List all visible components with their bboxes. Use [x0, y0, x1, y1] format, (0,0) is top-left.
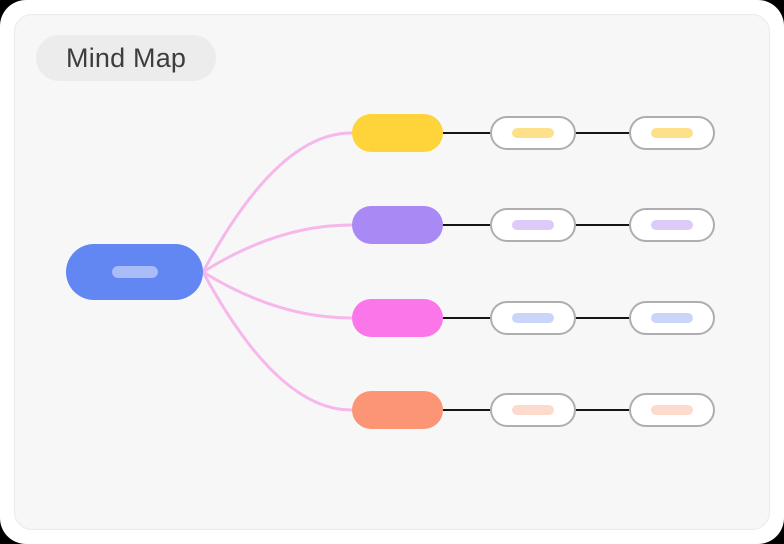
child-node-yellow-2[interactable] — [629, 116, 715, 150]
branch-node-purple[interactable] — [352, 206, 443, 244]
branch-node-pink[interactable] — [352, 299, 443, 337]
child-node-orange-1[interactable] — [490, 393, 576, 427]
node-label-placeholder — [512, 313, 554, 323]
mindmap-title-badge: Mind Map — [36, 35, 217, 81]
child-node-yellow-1[interactable] — [490, 116, 576, 150]
node-label-placeholder — [111, 266, 158, 278]
node-label-placeholder — [512, 405, 554, 415]
child-node-purple-2[interactable] — [629, 208, 715, 242]
node-label-placeholder — [651, 405, 693, 415]
node-label-placeholder — [651, 220, 693, 230]
mindmap-title: Mind Map — [66, 42, 187, 73]
child-node-pink-2[interactable] — [629, 301, 715, 335]
node-label-placeholder — [512, 220, 554, 230]
root-node[interactable] — [66, 244, 203, 300]
node-label-placeholder — [512, 128, 554, 138]
branch-node-yellow[interactable] — [352, 114, 443, 152]
child-node-orange-2[interactable] — [629, 393, 715, 427]
branch-node-orange[interactable] — [352, 391, 443, 429]
child-node-pink-1[interactable] — [490, 301, 576, 335]
node-label-placeholder — [651, 128, 693, 138]
node-label-placeholder — [651, 313, 693, 323]
child-node-purple-1[interactable] — [490, 208, 576, 242]
